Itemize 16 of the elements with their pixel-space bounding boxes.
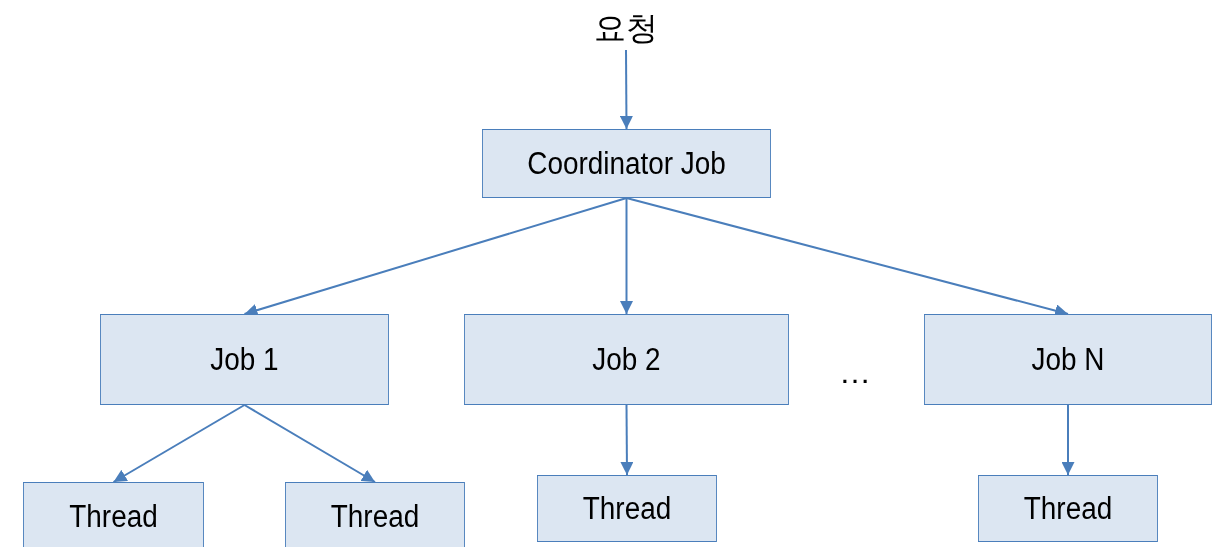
arrow xyxy=(243,404,376,483)
process-box: Job N xyxy=(924,314,1212,405)
arrow xyxy=(1061,404,1075,476)
process-box: Thread xyxy=(537,475,717,542)
process-box: Coordinator Job xyxy=(482,129,771,198)
process-box: Job 1 xyxy=(100,314,389,405)
process-box: Thread xyxy=(285,482,465,547)
ellipsis-label: … xyxy=(838,352,872,392)
process-box: Job 2 xyxy=(464,314,789,405)
process-box: Thread xyxy=(23,482,204,547)
arrow xyxy=(619,49,633,130)
request-label: 요청 xyxy=(586,8,666,50)
arrow xyxy=(112,404,246,483)
process-box: Thread xyxy=(978,475,1158,542)
arrow xyxy=(620,197,633,315)
arrow xyxy=(620,404,634,476)
